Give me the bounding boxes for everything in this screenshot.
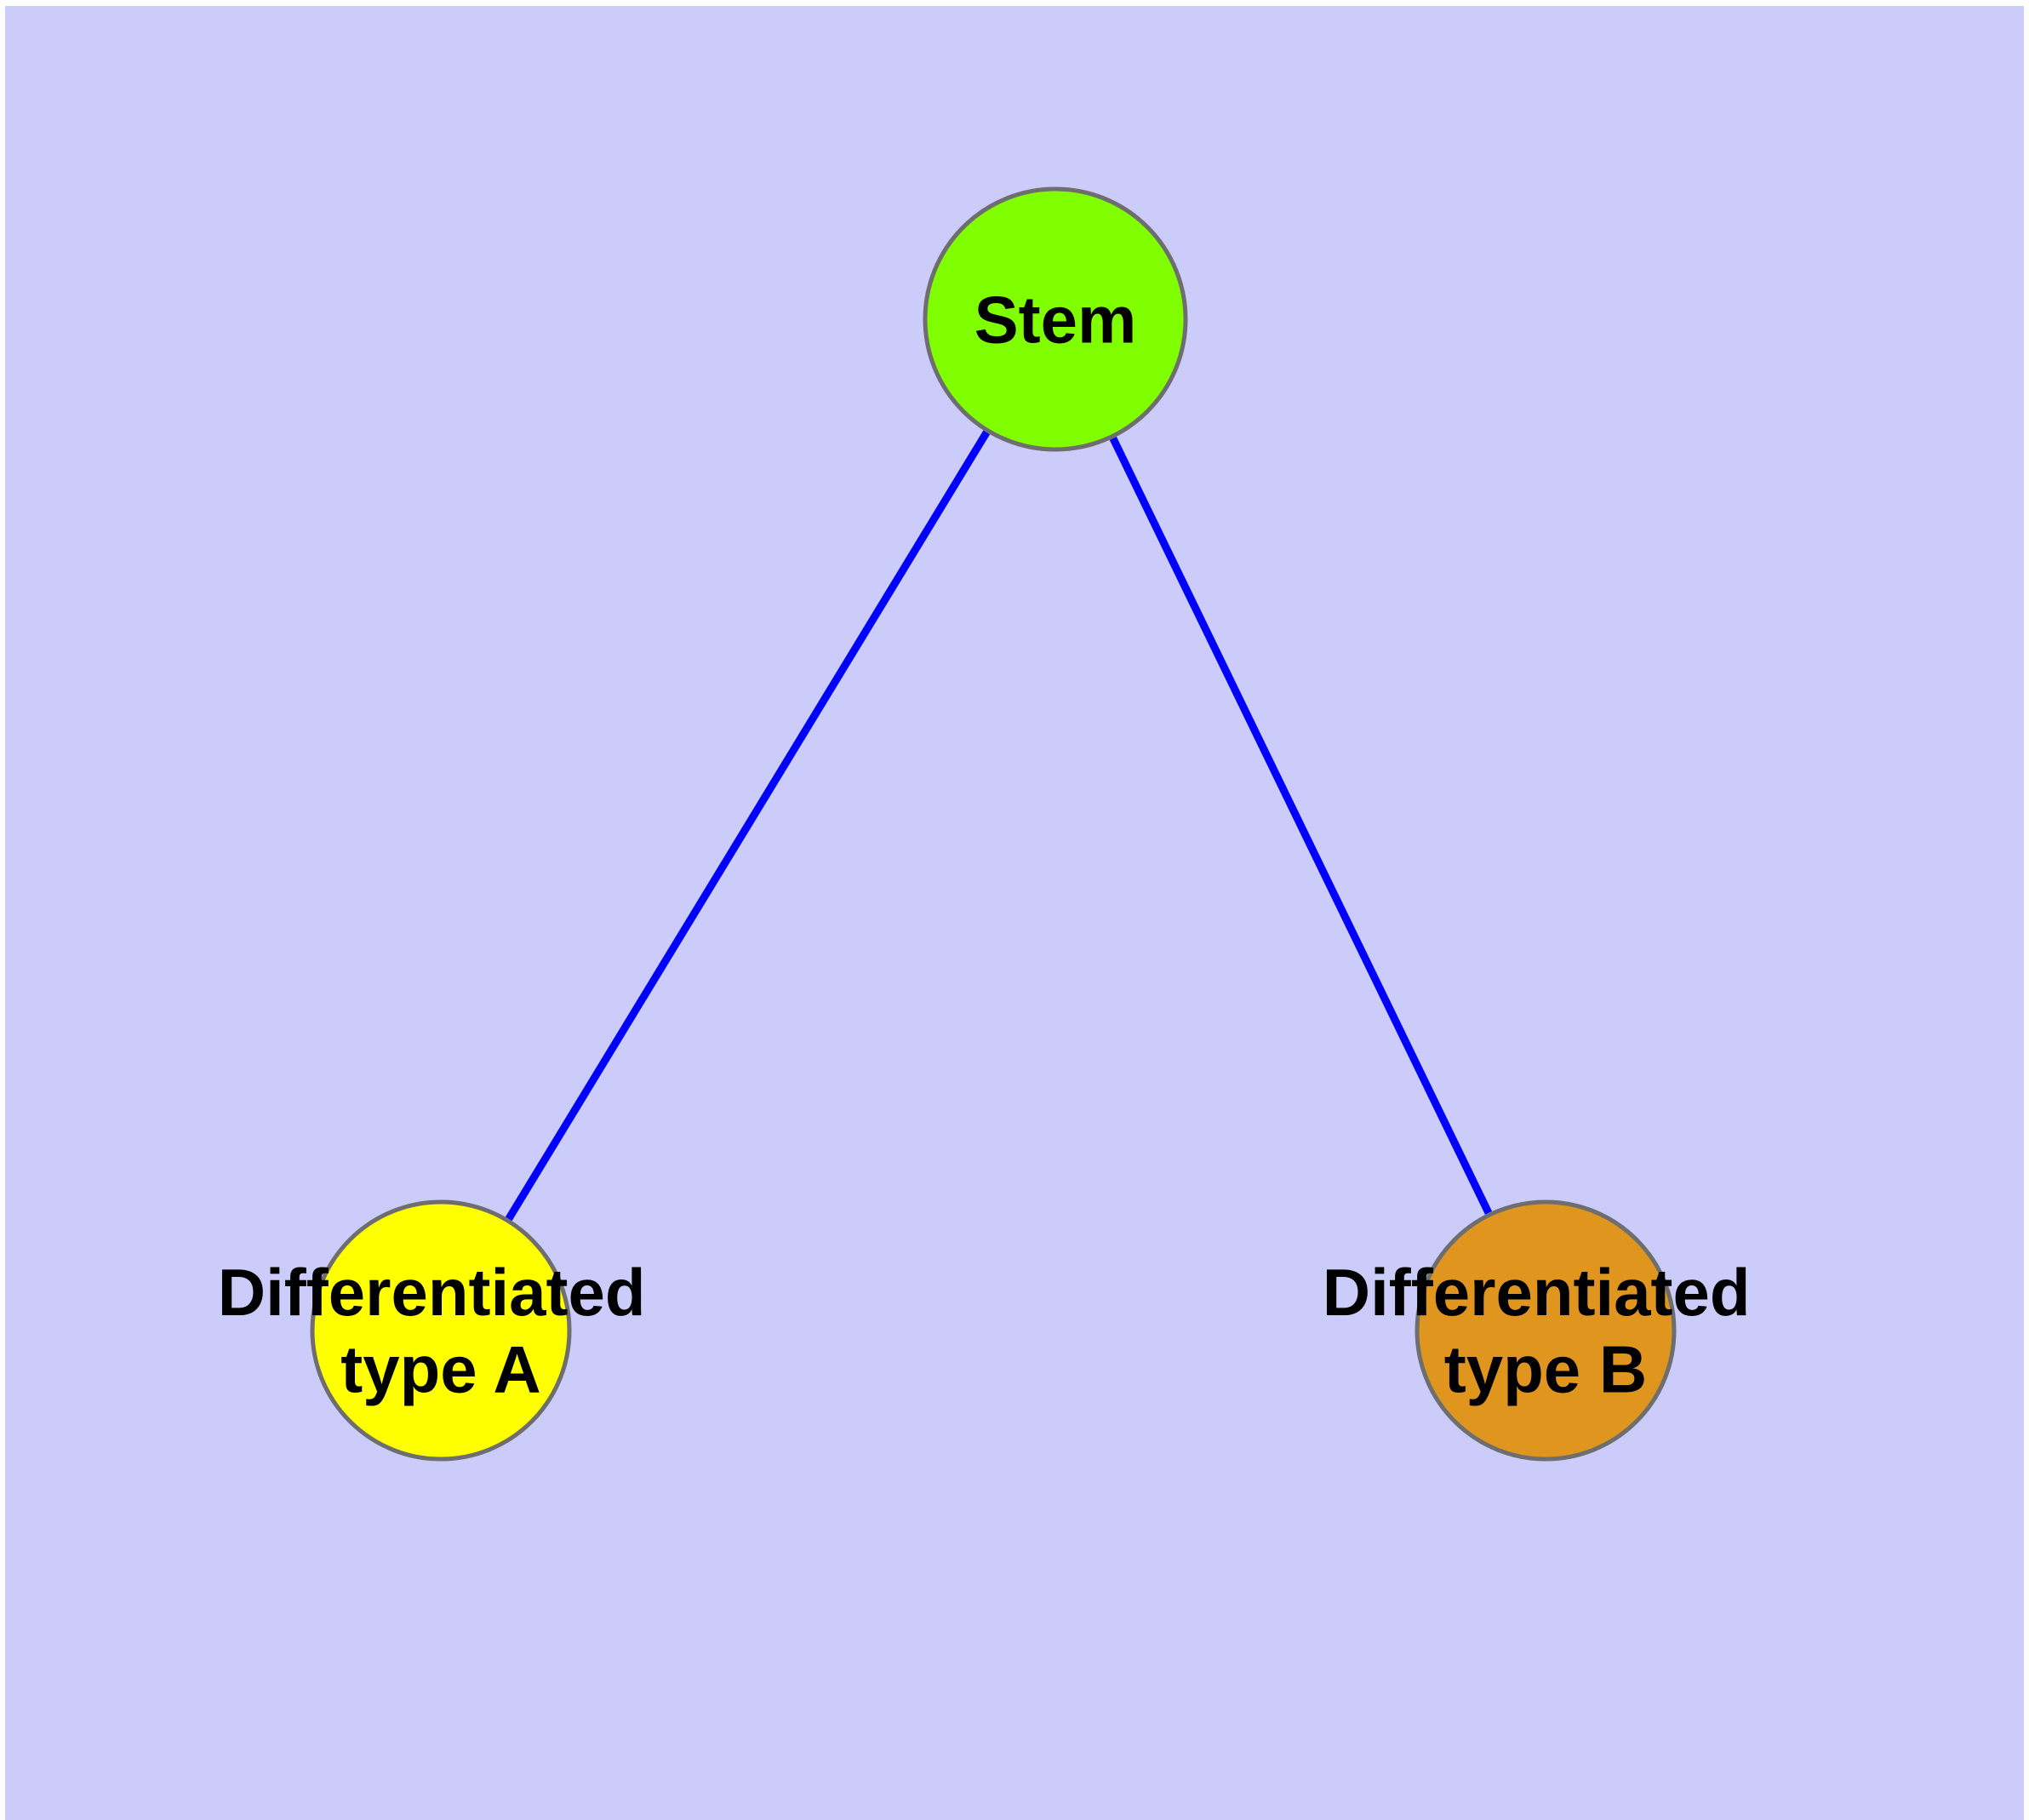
edge-stem-to-differentiated-type-a[interactable] [505, 430, 991, 1222]
node-layer: Stem Differentiated type A Differentiate… [218, 186, 1769, 1462]
node-differentiated-type-a[interactable]: Differentiated type A [218, 1199, 664, 1462]
node-stem-label-line-1: Stem [974, 282, 1137, 357]
node-differentiated-type-a-label: Differentiated type A [218, 1255, 664, 1406]
edge-layer [505, 430, 1493, 1222]
edge-stem-to-differentiated-type-b[interactable] [1109, 436, 1493, 1215]
node-differentiated-type-a-label-line-1: Differentiated [218, 1255, 646, 1330]
node-stem-circle[interactable] [923, 186, 1188, 452]
node-stem[interactable]: Stem [923, 186, 1188, 452]
node-differentiated-type-b-label: Differentiated type B [1323, 1255, 1769, 1406]
node-differentiated-type-b[interactable]: Differentiated type B [1323, 1199, 1769, 1462]
node-stem-label: Stem [974, 282, 1137, 357]
node-differentiated-type-b-label-line-2: type B [1444, 1332, 1647, 1407]
node-differentiated-type-b-label-line-1: Differentiated [1323, 1255, 1751, 1330]
node-differentiated-type-a-circle[interactable] [310, 1199, 572, 1462]
node-differentiated-type-a-label-line-2: type A [340, 1332, 541, 1407]
node-differentiated-type-b-circle[interactable] [1415, 1199, 1677, 1462]
